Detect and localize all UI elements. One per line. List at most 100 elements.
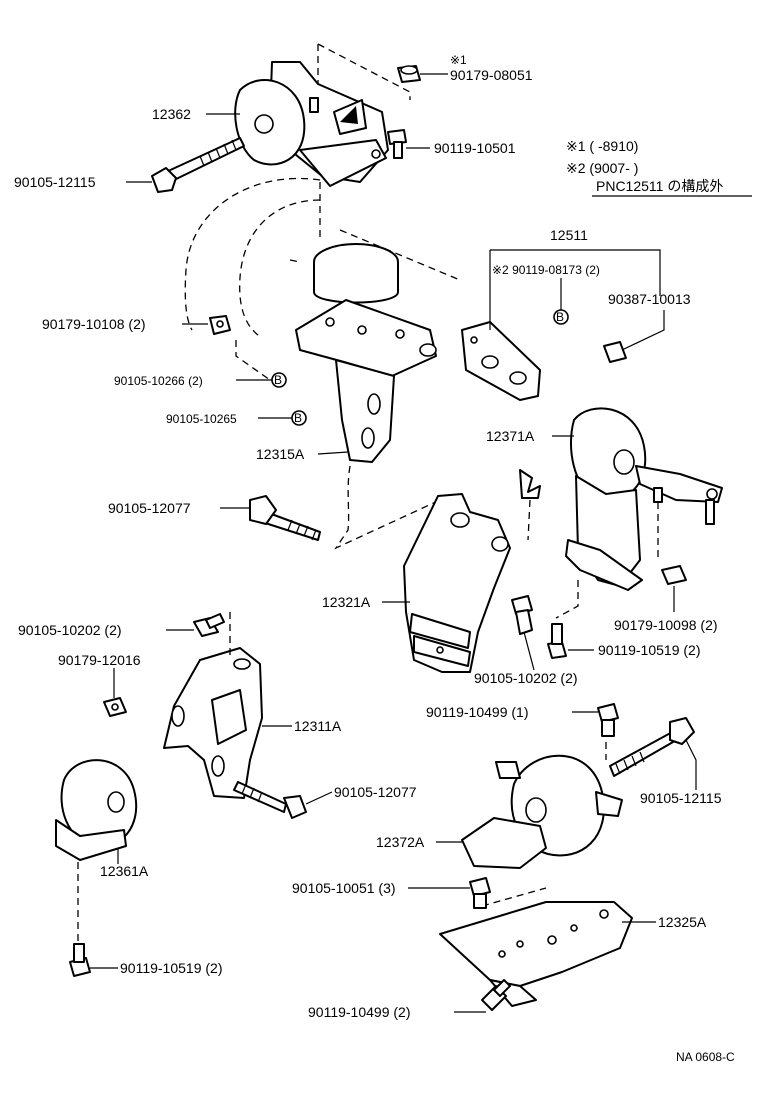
bolt-90105-12077-upper xyxy=(249,495,321,541)
label-90105-12077-upper: 90105-12077 xyxy=(108,500,191,516)
bracket-hole xyxy=(470,336,478,344)
nut-top xyxy=(400,65,418,75)
bolt-90119-10519-left xyxy=(69,943,91,977)
bolt-90119-10499-lower xyxy=(481,979,511,1011)
clip-body xyxy=(519,469,541,499)
label-90119-08173: ※2 90119-08173 (2) xyxy=(492,263,600,277)
bolt-head xyxy=(387,129,407,145)
bracket-rib xyxy=(409,613,471,649)
label-90105-10266: 90105-10266 (2) xyxy=(114,374,203,388)
note-star2: ※2 (9007- ) xyxy=(566,160,638,176)
bolt-90119-10519-center xyxy=(547,623,567,659)
bolt-shank xyxy=(165,137,245,183)
bolt-90119-10499-upper xyxy=(597,703,619,737)
marker-b-letter: B xyxy=(294,411,302,425)
label-12325A: 12325A xyxy=(658,914,707,930)
label-90105-12115-top: 90105-12115 xyxy=(14,174,96,190)
marker-group: B B B xyxy=(271,309,569,426)
label-12362: 12362 xyxy=(152,106,191,122)
bolt-shank xyxy=(473,893,487,909)
nut-hole xyxy=(216,320,224,328)
plate-hole xyxy=(570,924,578,932)
mount-tab xyxy=(595,791,623,817)
mount-flange xyxy=(299,139,387,187)
mount-hole xyxy=(613,449,635,475)
mount-cushion xyxy=(570,407,647,502)
nut-90179-10098 xyxy=(661,565,687,585)
note-star1: ※1 ( -8910) xyxy=(566,138,638,154)
plate-hole xyxy=(599,909,609,919)
dash-line xyxy=(239,199,321,339)
clip-part xyxy=(519,469,541,541)
dash-line xyxy=(481,887,547,907)
label-90119-10499-upper: 90119-10499 (1) xyxy=(426,704,528,720)
bolt-shank xyxy=(601,719,615,737)
mount-12362 xyxy=(234,43,411,187)
stud xyxy=(705,499,715,525)
label-12511: 12511 xyxy=(550,227,588,243)
nut-90179-12016 xyxy=(103,697,127,717)
mount-12372A xyxy=(461,730,623,907)
mount-arm xyxy=(635,465,723,503)
bolt-90105-10202-center xyxy=(511,595,533,635)
bolt-90105-10051 xyxy=(469,877,491,909)
bracket-plate xyxy=(295,299,437,377)
bracket-12315A xyxy=(295,243,441,550)
label-90105-12115-right: 90105-12115 xyxy=(640,790,722,806)
bolt-head xyxy=(283,795,307,819)
mount-base xyxy=(565,539,643,591)
plate-hole xyxy=(498,950,506,958)
bracket-hole xyxy=(395,329,405,339)
label-12315A: 12315A xyxy=(256,446,305,462)
mount-hole xyxy=(371,149,381,159)
mount-hole xyxy=(706,488,718,500)
label-90119-10519-left: 90119-10519 (2) xyxy=(120,960,222,976)
label-90105-10202-left: 90105-10202 (2) xyxy=(18,622,122,638)
stud xyxy=(653,487,663,503)
label-90119-10499-lower: 90119-10499 (2) xyxy=(308,1004,410,1020)
bracket-hole xyxy=(361,427,375,449)
bracket-hole xyxy=(419,343,437,357)
bolt-thread xyxy=(287,519,317,541)
bolt-head xyxy=(151,167,177,193)
bracket-flange xyxy=(211,689,247,745)
notes-block: ※1 ( -8910) ※2 (9007- ) PNC12511 の構成外 xyxy=(566,138,752,197)
label-90105-10202-center: 90105-10202 (2) xyxy=(474,670,578,686)
bolt-head xyxy=(469,877,491,897)
bracket-plate xyxy=(461,321,541,401)
label-90105-10051: 90105-10051 (3) xyxy=(292,880,396,896)
label-90119-10519-center: 90119-10519 (2) xyxy=(598,642,700,658)
bracket-hole xyxy=(436,646,444,654)
bracket-hole xyxy=(481,355,499,369)
dash-line xyxy=(334,465,441,550)
dash-line xyxy=(235,340,271,381)
nut-hole xyxy=(111,703,119,711)
label-12311A: 12311A xyxy=(294,718,342,734)
bracket-hole xyxy=(367,393,381,415)
bracket-hole xyxy=(211,755,225,777)
label-12321A: 12321A xyxy=(322,594,371,610)
dash-line xyxy=(527,499,531,541)
part-labels: 12362 90105-12115 ※1 90179-08051 90119-1… xyxy=(14,53,735,1064)
bolt-thread xyxy=(241,783,263,803)
bolt-90105-10202-left xyxy=(193,613,225,637)
mount-base xyxy=(55,819,127,861)
bolt-shank xyxy=(393,141,403,159)
bolt-head xyxy=(249,495,277,525)
bolt-90105-12077-lower xyxy=(233,781,307,819)
dash-line xyxy=(289,259,301,263)
nut-90179-08051 xyxy=(397,65,421,83)
nut-90179-10108 xyxy=(209,315,231,335)
bracket-12321A xyxy=(403,493,511,673)
plate-hole xyxy=(547,935,557,945)
arrow-mark xyxy=(340,106,358,124)
label-90179-12016: 90179-12016 xyxy=(58,652,141,668)
bracket-hole xyxy=(357,325,367,335)
bolt-90105-12115-right xyxy=(609,717,695,777)
marker-b-letter: B xyxy=(274,373,282,387)
label-star1: ※1 xyxy=(450,53,467,67)
dash-line xyxy=(317,43,411,100)
marker-b-letter: B xyxy=(556,310,564,324)
